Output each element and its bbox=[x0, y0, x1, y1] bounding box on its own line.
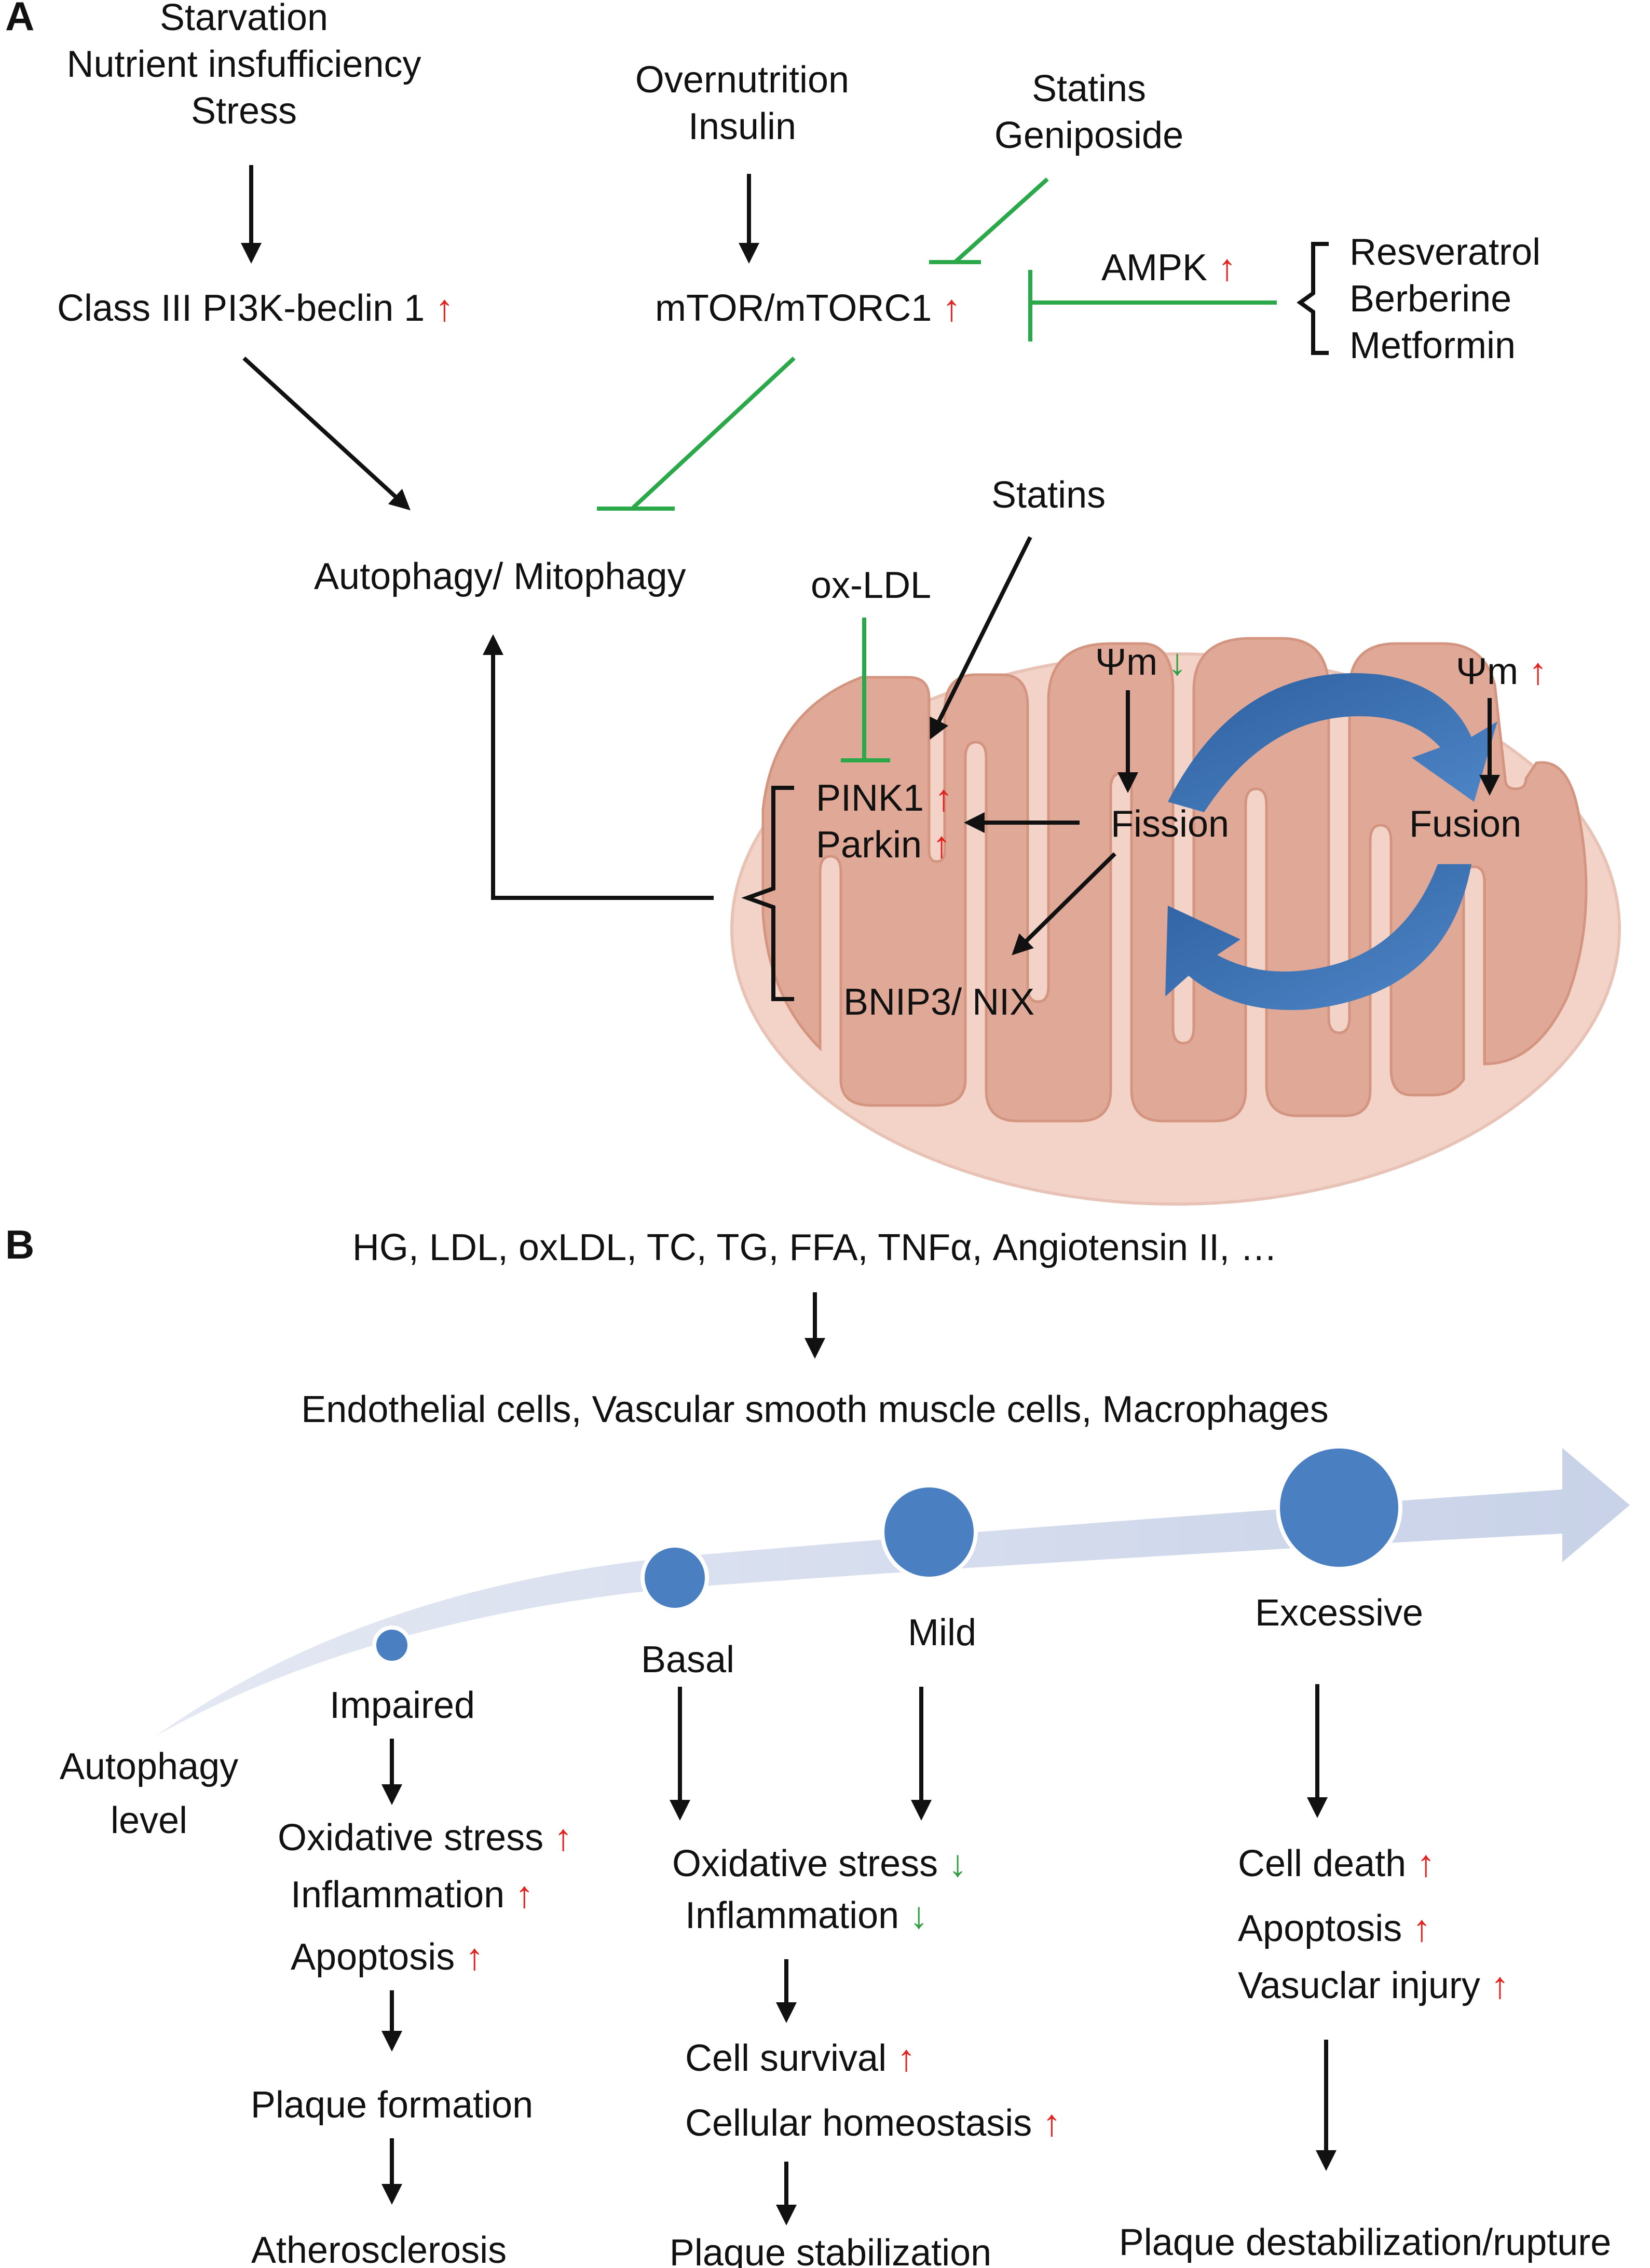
cell-types: Endothelial cells, Vascular smooth muscl… bbox=[301, 1389, 1329, 1430]
fission-label: Fission bbox=[1111, 803, 1229, 845]
axis-label-autophagy: Autophagy bbox=[60, 1746, 238, 1787]
level-circle-basal bbox=[640, 1543, 709, 1612]
activator-metformin: Metformin bbox=[1349, 325, 1516, 366]
level-excessive: Excessive bbox=[1255, 1592, 1423, 1634]
oxldl-label: ox-LDL bbox=[811, 565, 931, 606]
arrow-fission-to-bnip3 bbox=[1012, 852, 1116, 955]
autophagy-level-band bbox=[156, 1448, 1630, 1736]
geniposide: Geniposide bbox=[994, 115, 1183, 156]
impaired-inflammation: Inflammation ↑ bbox=[291, 1874, 534, 1916]
trigger-stress: Stress bbox=[191, 90, 297, 132]
level-basal: Basal bbox=[641, 1639, 734, 1680]
impaired-plaque-formation: Plaque formation bbox=[251, 2084, 533, 2126]
trigger-nutrient: Nutrient insfufficiency bbox=[67, 44, 421, 85]
impaired-oxidative-stress: Oxidative stress ↑ bbox=[278, 1817, 572, 1859]
inhibit-statins-mtor bbox=[953, 177, 1049, 264]
parkin-label: Parkin ↑ bbox=[816, 824, 951, 866]
impaired-apoptosis: Apoptosis ↑ bbox=[291, 1936, 484, 1978]
mitochondrion-cristae bbox=[761, 637, 1588, 1123]
fusion-label: Fusion bbox=[1409, 803, 1521, 845]
activator-berberine: Berberine bbox=[1349, 278, 1511, 320]
arrow-mitophagy-to-autophagy bbox=[483, 634, 714, 900]
inhibit-mtor-autophagy bbox=[632, 357, 796, 509]
psi-m-fission: Ψm ↓ bbox=[1095, 641, 1187, 683]
level-circle-mild bbox=[880, 1483, 978, 1581]
cycle-arrow-to-fission bbox=[1165, 864, 1471, 1010]
pink1-label: PINK1 ↑ bbox=[816, 777, 953, 819]
trigger-insulin: Insulin bbox=[688, 106, 796, 147]
trigger-overnutrition: Overnutrition bbox=[635, 59, 849, 101]
autophagy-mitophagy-label: Autophagy/ Mitophagy bbox=[314, 556, 686, 597]
statins-label: Statins bbox=[991, 474, 1106, 516]
ampk-label: AMPK ↑ bbox=[1101, 247, 1236, 289]
arrow-statins-to-pink1 bbox=[930, 536, 1032, 740]
activators-brace bbox=[1297, 242, 1329, 355]
axis-label-level: level bbox=[111, 1800, 187, 1841]
statins-top: Statins bbox=[1032, 68, 1146, 110]
basal-cell-survival: Cell survival ↑ bbox=[685, 2038, 916, 2079]
bnip3-nix-label: BNIP3/ NIX bbox=[843, 981, 1034, 1023]
basal-cellular-homeostasis: Cellular homeostasis ↑ bbox=[685, 2102, 1061, 2144]
level-impaired: Impaired bbox=[330, 1685, 475, 1726]
cycle-arrow-to-fusion bbox=[1168, 673, 1497, 812]
level-circle-impaired bbox=[372, 1625, 412, 1665]
panel-b-label: B bbox=[5, 1222, 34, 1267]
level-circle-excessive bbox=[1276, 1444, 1402, 1571]
basal-oxidative-stress: Oxidative stress ↓ bbox=[672, 1843, 967, 1884]
panel-a-label: A bbox=[5, 0, 34, 39]
arrow-pi3k-to-autophagy bbox=[242, 357, 411, 511]
activator-resveratrol: Resveratrol bbox=[1349, 231, 1540, 273]
level-mild: Mild bbox=[908, 1612, 976, 1654]
excessive-vascular-injury: Vasuclar injury ↑ bbox=[1238, 1965, 1509, 2006]
impaired-atherosclerosis: Atherosclerosis bbox=[251, 2230, 507, 2268]
basal-inflammation: Inflammation ↓ bbox=[685, 1895, 928, 1936]
mtor-label: mTOR/mTORC1 ↑ bbox=[655, 288, 961, 329]
basal-plaque-stabilization: Plaque stabilization bbox=[670, 2232, 991, 2268]
excessive-cell-death: Cell death ↑ bbox=[1238, 1843, 1435, 1884]
stimuli-list: HG, LDL, oxLDL, TC, TG, FFA, TNFα, Angio… bbox=[352, 1227, 1277, 1268]
mitophagy-receptor-brace bbox=[741, 786, 794, 1001]
psi-m-fusion: Ψm ↑ bbox=[1456, 651, 1547, 692]
pi3k-label: Class III PI3K-beclin 1 ↑ bbox=[57, 288, 454, 329]
trigger-starvation: Starvation bbox=[160, 0, 328, 38]
excessive-plaque-rupture: Plaque destabilization/rupture bbox=[1119, 2222, 1612, 2263]
excessive-apoptosis: Apoptosis ↑ bbox=[1238, 1908, 1431, 1949]
